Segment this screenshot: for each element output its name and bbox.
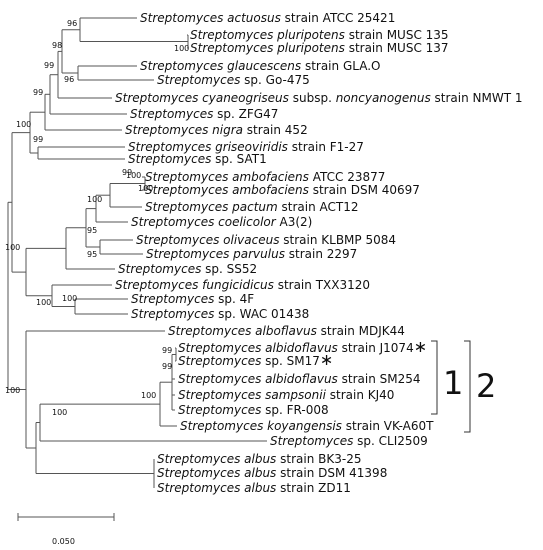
bootstrap-value: 100 (87, 195, 102, 204)
taxon-labels: Streptomyces actuosus strain ATCC 25421S… (115, 11, 523, 495)
taxon-label: Streptomyces sp. SM17∗ (178, 350, 333, 369)
taxon-label: Streptomyces sp. ZFG47 (130, 107, 278, 121)
bootstrap-value: 98 (52, 41, 62, 50)
taxon-label: Streptomyces koyangensis strain VK-A60T (180, 419, 434, 433)
taxon-label: Streptomyces sp. Go-475 (157, 73, 310, 87)
taxon-label: Streptomyces sp. FR-008 (178, 403, 329, 417)
taxon-label: Streptomyces griseoviridis strain F1-27 (128, 140, 364, 154)
bootstrap-value: 100 (141, 391, 156, 400)
bootstrap-value: 100 (138, 184, 153, 193)
taxon-label: Streptomyces albus strain ZD11 (157, 481, 351, 495)
taxon-label: Streptomyces sampsonii strain KJ40 (178, 388, 394, 402)
taxon-label: Streptomyces sp. SAT1 (128, 152, 267, 166)
bootstrap-value: 100 (62, 294, 77, 303)
bootstrap-value: 96 (64, 75, 74, 84)
taxon-label: Streptomyces actuosus strain ATCC 25421 (140, 11, 395, 25)
clade-label-2: 2 (476, 367, 496, 405)
taxon-label: Streptomyces parvulus strain 2297 (146, 247, 357, 261)
bootstrap-value: 99 (122, 168, 132, 177)
taxon-label: Streptomyces coelicolor A3(2) (131, 215, 312, 229)
bootstrap-value: 99 (33, 88, 43, 97)
taxon-label: Streptomyces glaucescens strain GLA.O (140, 59, 380, 73)
scale-bar (17, 513, 115, 521)
bootstrap-value: 100 (52, 408, 67, 417)
taxon-label: Streptomyces olivaceus strain KLBMP 5084 (136, 233, 396, 247)
taxon-label: Streptomyces pactum strain ACT12 (145, 200, 359, 214)
bootstrap-value: 95 (87, 226, 97, 235)
taxon-label: Streptomyces albidoflavus strain J1074∗ (178, 337, 427, 356)
bootstrap-value: 99 (33, 135, 43, 144)
tree-edges (7, 17, 267, 488)
taxon-label: Streptomyces sp. SS52 (118, 262, 257, 276)
taxon-label: Streptomyces sp. CLI2509 (270, 434, 428, 448)
clade-bracket-1 (431, 340, 438, 415)
taxon-label: Streptomyces albus strain DSM 41398 (157, 466, 387, 480)
taxon-label: Streptomyces ambofaciens ATCC 23877 (145, 170, 385, 184)
taxon-label: Streptomyces sp. 4F (131, 292, 254, 306)
bootstrap-value: 96 (67, 19, 77, 28)
clade-label-1: 1 (443, 364, 463, 402)
bootstrap-value: 99 (162, 346, 172, 355)
bootstrap-value: 100 (126, 171, 141, 180)
taxon-label: Streptomyces ambofaciens strain DSM 4069… (145, 183, 420, 197)
taxon-label: Streptomyces alboflavus strain MDJK44 (168, 324, 405, 338)
taxon-label: Streptomyces pluripotens strain MUSC 137 (190, 41, 449, 55)
taxon-label: Streptomyces pluripotens strain MUSC 135 (190, 28, 449, 42)
bootstrap-value: 100 (5, 386, 20, 395)
taxon-label: Streptomyces cyaneogriseus subsp. noncya… (115, 91, 523, 105)
taxon-label: Streptomyces fungicidicus strain TXX3120 (115, 278, 370, 292)
taxon-label: Streptomyces albidoflavus strain SM254 (178, 372, 421, 386)
taxon-label: Streptomyces nigra strain 452 (125, 123, 308, 137)
bootstrap-value: 99 (162, 362, 172, 371)
taxon-label: Streptomyces sp. WAC 01438 (131, 307, 309, 321)
bootstrap-value: 95 (87, 250, 97, 259)
bootstrap-value: 100 (16, 120, 31, 129)
bootstrap-value: 100 (174, 44, 189, 53)
bootstrap-value: 99 (44, 61, 54, 70)
taxon-label: Streptomyces albus strain BK3-25 (157, 452, 361, 466)
scale-bar-label: 0.050 (52, 537, 75, 546)
bootstrap-value: 100 (5, 243, 20, 252)
bootstrap-value: 100 (36, 298, 51, 307)
clade-bracket-2 (464, 340, 471, 433)
